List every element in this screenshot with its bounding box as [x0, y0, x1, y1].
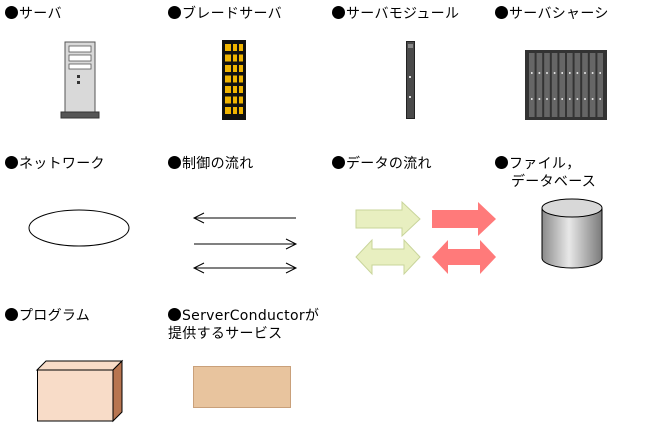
blade-stripe [239, 54, 243, 62]
bullet-icon [495, 156, 508, 169]
chassis-bay-led [599, 72, 601, 74]
bullet-icon [5, 308, 18, 321]
bullet-icon [168, 156, 181, 169]
bullet-icon [168, 308, 181, 321]
blade-stripe [233, 54, 237, 62]
chassis-bay-led [546, 72, 548, 74]
server-icon [60, 41, 100, 119]
data-flow-arrows-icon [355, 200, 496, 276]
blade-stripe [233, 44, 237, 51]
chassis-bay [529, 53, 535, 117]
chassis-bay [559, 53, 565, 117]
data-flow-label: データの流れ [332, 156, 432, 172]
chassis-bay-led [569, 98, 571, 100]
blade-stripe [225, 107, 231, 114]
chassis-bay-led [576, 98, 579, 100]
chassis-bay-led [553, 98, 556, 100]
service-box-icon [193, 366, 291, 408]
control-flow-arrows-icon [192, 212, 298, 274]
bullet-icon [332, 156, 345, 169]
bullet-icon [168, 6, 181, 19]
chassis-bay-led [576, 72, 579, 74]
bullet-icon [5, 6, 18, 19]
blade-stripe [225, 65, 231, 72]
blade-stripe [233, 65, 237, 72]
chassis-bay-led [538, 98, 541, 100]
chassis-bay-led [531, 98, 533, 100]
service-label: ServerConductorが 提供するサービス [168, 308, 320, 342]
chassis-bay [574, 53, 581, 117]
blade-stripe [239, 107, 243, 114]
chassis-bay [536, 53, 543, 117]
network-label: ネットワーク [5, 156, 105, 172]
chassis-bay-led [561, 98, 563, 100]
chassis-bay-led [591, 72, 594, 74]
chassis-bay-led [546, 98, 548, 100]
blade-stripe [225, 96, 231, 104]
blade-stripe [239, 96, 243, 104]
server-label: サーバ [5, 6, 62, 22]
blade-stripe [233, 86, 237, 93]
blade-stripe [239, 44, 243, 51]
chassis-bay-led [584, 72, 586, 74]
chassis-bay-led [569, 72, 571, 74]
chassis-bay [597, 53, 603, 117]
blade-server-label: ブレードサーバ [168, 6, 282, 22]
blade-stripe [225, 75, 231, 83]
chassis-bay-led [531, 72, 533, 74]
server-chassis-icon [525, 50, 607, 120]
bullet-icon [495, 6, 508, 19]
chassis-bay-led [599, 98, 601, 100]
server-module-label: サーバモジュール [332, 6, 459, 22]
bullet-icon [332, 6, 345, 19]
chassis-bay-led [591, 98, 594, 100]
network-ellipse-icon [28, 209, 130, 247]
control-flow-label: 制御の流れ [168, 156, 254, 172]
chassis-bay-led [561, 72, 563, 74]
chassis-bay [544, 53, 550, 117]
program-box-icon [35, 359, 124, 423]
server-chassis-label: サーバシャーシ [495, 6, 609, 22]
chassis-bay [589, 53, 596, 117]
blade-stripe [233, 75, 237, 83]
database-cylinder-icon [541, 198, 603, 269]
blade-server-icon [222, 40, 246, 120]
chassis-bay-led [538, 72, 541, 74]
blade-stripe [233, 96, 237, 104]
chassis-bay-led [584, 98, 586, 100]
blade-stripe [239, 65, 243, 72]
server-module-icon [406, 41, 415, 119]
chassis-bay [567, 53, 573, 117]
chassis-bay [551, 53, 558, 117]
program-label: プログラム [5, 308, 90, 324]
bullet-icon [5, 156, 18, 169]
blade-stripe [225, 86, 231, 93]
blade-stripe [239, 86, 243, 93]
blade-stripe [239, 75, 243, 83]
chassis-bay [582, 53, 588, 117]
chassis-bay-led [553, 72, 556, 74]
blade-stripe [225, 44, 231, 51]
blade-stripe [233, 107, 237, 114]
file-database-label: ファイル， データベース [495, 156, 596, 190]
blade-stripe [225, 54, 231, 62]
